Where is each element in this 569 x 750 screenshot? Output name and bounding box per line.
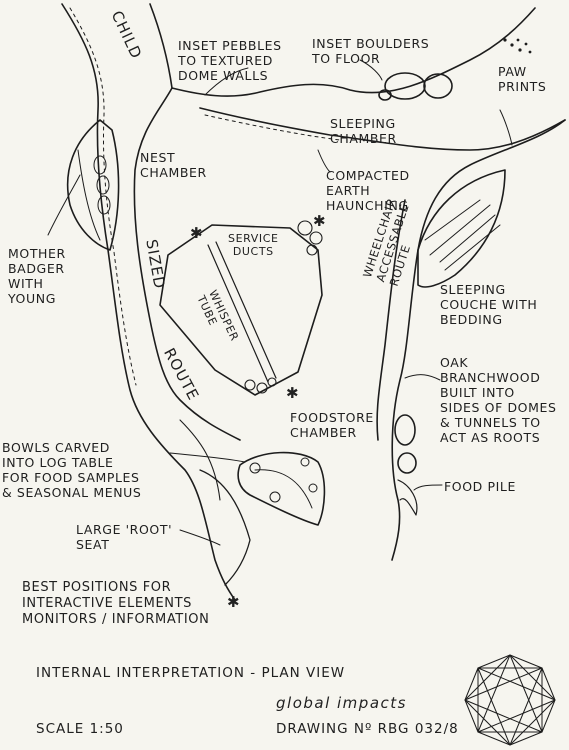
paw-prints-label: PAW PRINTS [498,64,547,94]
footer-title: INTERNAL INTERPRETATION - PLAN VIEW [36,665,346,681]
sleeping-chamber-dash [204,114,341,141]
food-pile-label: FOOD PILE [444,479,516,494]
tunnel-outer-wall [61,3,236,601]
inset-boulders-label: INSET BOULDERS TO FLOOR [312,36,430,66]
right-tunnel-outer [391,119,566,561]
sleeping-chamber-wall [171,7,536,97]
inset-pebbles-label: INSET PEBBLES TO TEXTURED DOME WALLS [178,38,282,83]
central-pillar [159,224,323,396]
food-pile [397,479,418,516]
bowls-carved-label: BOWLS CARVED INTO LOG TABLE FOR FOOD SAM… [2,440,142,500]
best-positions-label: BEST POSITIONS FOR INTERACTIVE ELEMENTS … [22,580,210,627]
brand-name: global impacts [276,694,407,712]
root-seat-label: LARGE 'ROOT' SEAT [76,522,173,552]
compacted-earth-label: COMPACTED EARTH HAUNCHING [326,168,410,213]
sleeping-chamber-label: SLEEPING CHAMBER [330,116,397,146]
interactive-marker-asterisk: ✱ [313,212,326,230]
log-table [237,451,326,526]
right-tunnel-inner [376,199,406,441]
nest-chamber-label: NEST CHAMBER [140,150,207,180]
whisper-tube [207,241,277,383]
foodstore-chamber-label: FOODSTORE CHAMBER [290,410,374,440]
sleeping-couche [417,169,506,288]
paw-prints [503,38,532,54]
interactive-marker-asterisk: ✱ [190,224,203,242]
service-duct-rings [244,220,323,394]
oak-branchwood-label: OAK BRANCHWOOD BUILT INTO SIDES OF DOMES… [440,355,557,445]
young-badgers [93,155,111,215]
mother-badger-label: MOTHER BADGER WITH YOUNG [8,246,66,306]
global-impacts-logo [464,654,556,746]
interactive-marker-asterisk: ✱ [286,384,299,402]
drawing-scale: SCALE 1:50 [36,721,124,737]
tunnel-outer-wall-inner [69,7,137,386]
service-ducts-label: SERVICE DUCTS [228,232,279,258]
sleeping-chamber-floor [199,107,566,151]
tunnel-inner-wall [133,3,241,441]
nest-chamber [66,119,120,251]
drawing-number: DRAWING Nº RBG 032/8 [276,721,459,737]
sleeping-couche-label: SLEEPING COUCHE WITH BEDDING [440,282,538,327]
root-seat [199,469,251,586]
interactive-marker-asterisk: ✱ [227,593,240,611]
